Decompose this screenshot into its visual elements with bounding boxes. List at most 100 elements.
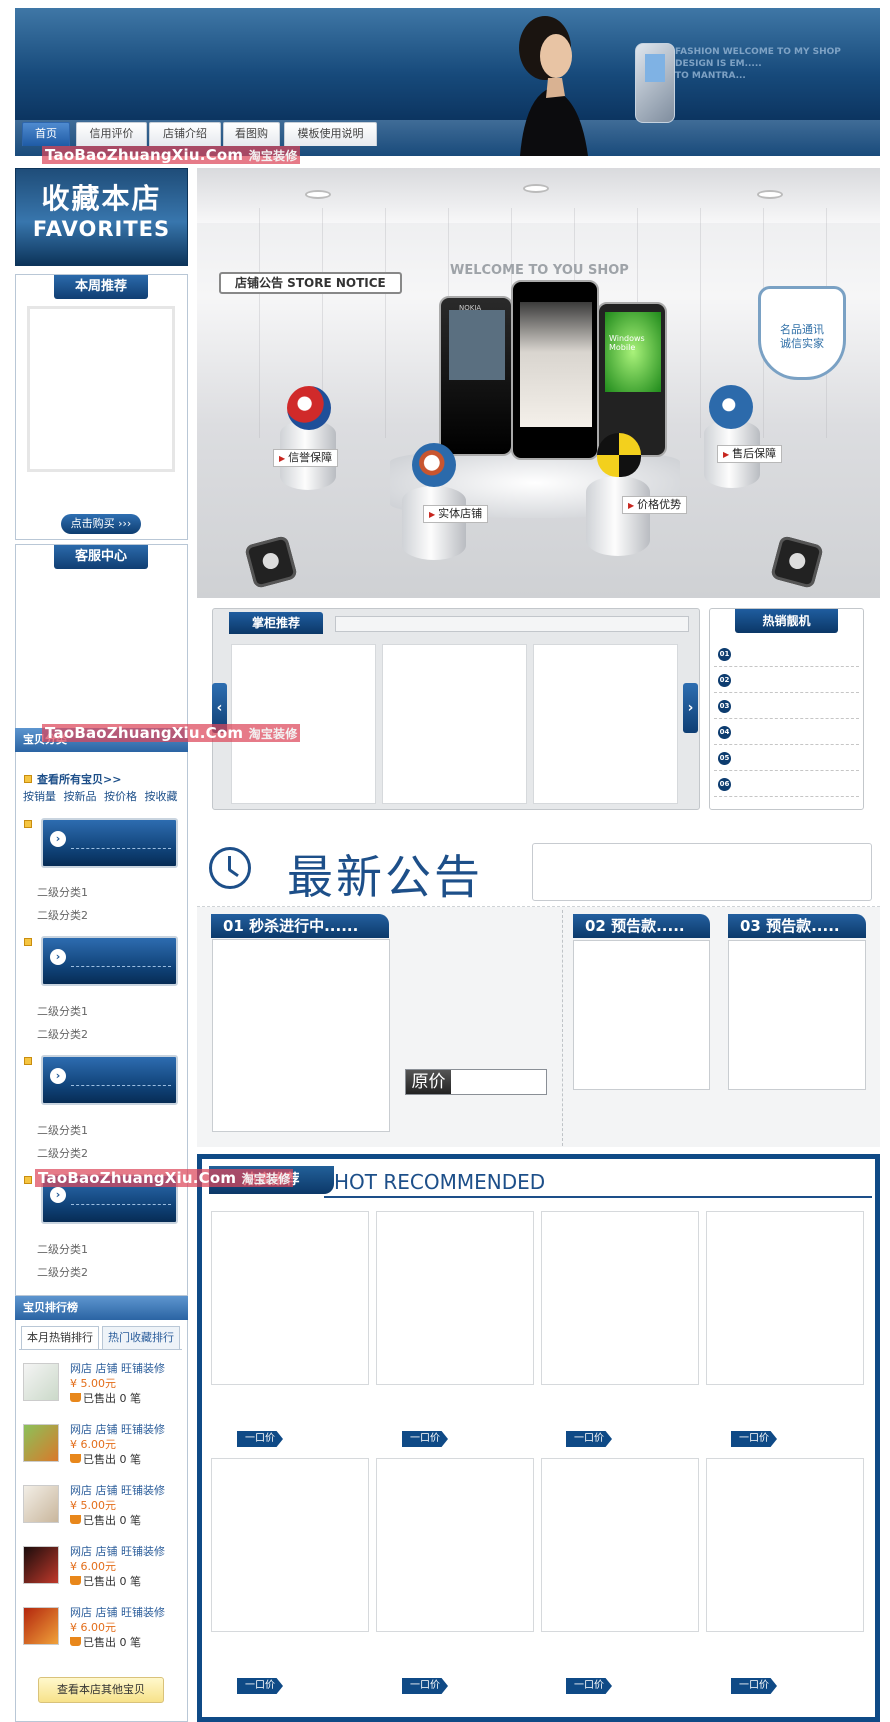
divider bbox=[71, 966, 171, 967]
sort-by-price[interactable]: 按价格 bbox=[104, 790, 137, 803]
tag-credit[interactable]: 信誉保障 bbox=[273, 449, 339, 467]
product-card[interactable] bbox=[541, 1458, 699, 1632]
hot-row[interactable]: 05 bbox=[714, 745, 859, 771]
counter-product[interactable] bbox=[382, 644, 527, 804]
product-card[interactable] bbox=[706, 1211, 864, 1385]
subcategory-link[interactable]: 二级分类1 bbox=[37, 1124, 88, 1137]
tab-monthly-sales[interactable]: 本月热销排行 bbox=[21, 1326, 99, 1350]
divider bbox=[562, 910, 563, 1146]
original-price-label: 原价 bbox=[406, 1070, 451, 1094]
divider bbox=[71, 848, 171, 849]
hot-row[interactable]: 06 bbox=[714, 771, 859, 797]
subcategory-link[interactable]: 二级分类1 bbox=[37, 1243, 88, 1256]
ranking-item[interactable]: 网店 店铺 旺铺装修 ¥ 6.00元 已售出 0 笔 bbox=[20, 1601, 185, 1656]
preview-tab-3[interactable]: 03 预告款..... bbox=[728, 914, 866, 938]
preview-box-2[interactable] bbox=[573, 940, 710, 1090]
tag-aftersale[interactable]: 售后保障 bbox=[717, 445, 783, 463]
hot-row[interactable]: 04 bbox=[714, 719, 859, 745]
hot-recommended-section: HOT RECOMMENDED 热卖推荐 一口价 一口价 一口价 一口价 一口价… bbox=[197, 1154, 880, 1722]
product-thumbnail[interactable] bbox=[23, 1607, 59, 1645]
product-name[interactable]: 网店 店铺 旺铺装修 bbox=[70, 1545, 165, 1558]
nav-tab-guide[interactable]: 模板使用说明 bbox=[284, 122, 377, 146]
prev-arrow[interactable]: ‹ bbox=[212, 683, 227, 733]
nav-tab-about[interactable]: 店铺介绍 bbox=[149, 122, 221, 146]
product-card[interactable] bbox=[376, 1211, 534, 1385]
sort-by-new[interactable]: 按新品 bbox=[63, 790, 97, 803]
sold-count: 已售出 0 笔 bbox=[70, 1451, 141, 1467]
product-card[interactable] bbox=[541, 1211, 699, 1385]
product-card[interactable] bbox=[706, 1458, 864, 1632]
product-price: ¥ 6.00元 bbox=[70, 1621, 116, 1634]
flash-sale-tab[interactable]: 01 秒杀进行中...... bbox=[211, 914, 389, 938]
rank-number: 01 bbox=[718, 648, 731, 661]
product-name[interactable]: 网店 店铺 旺铺装修 bbox=[70, 1606, 165, 1619]
product-name[interactable]: 网店 店铺 旺铺装修 bbox=[70, 1362, 165, 1375]
watermark: TaoBaoZhuangXiu.Com 淘宝装修 bbox=[42, 724, 301, 742]
phone-image bbox=[635, 43, 675, 123]
price-tag: 一口价 bbox=[566, 1431, 612, 1447]
tag-price[interactable]: 价格优势 bbox=[622, 496, 688, 514]
phone-screen bbox=[605, 312, 661, 392]
spotlight bbox=[523, 184, 549, 193]
subcategory-link[interactable]: 二级分类2 bbox=[37, 1028, 88, 1041]
price-tag: 一口价 bbox=[402, 1431, 448, 1447]
subcategory-link[interactable]: 二级分类1 bbox=[37, 1005, 88, 1018]
all-items-link[interactable]: 查看所有宝贝>> bbox=[37, 773, 122, 786]
sort-by-sales[interactable]: 按销量 bbox=[23, 790, 56, 803]
hot-row[interactable]: 02 bbox=[714, 667, 859, 693]
product-thumbnail[interactable] bbox=[23, 1546, 59, 1584]
ranking-item[interactable]: 网店 店铺 旺铺装修 ¥ 6.00元 已售出 0 笔 bbox=[20, 1540, 185, 1595]
weekly-panel: 本周推荐 点击购买 ››› bbox=[15, 274, 188, 540]
favorite-shop-banner[interactable]: 收藏本店 FAVORITES bbox=[15, 168, 188, 266]
sort-by-fav[interactable]: 按收藏 bbox=[144, 790, 178, 803]
product-thumbnail[interactable] bbox=[23, 1363, 59, 1401]
phone-screen bbox=[520, 302, 592, 427]
category-button[interactable]: › bbox=[41, 1055, 178, 1105]
weekly-title: 本周推荐 bbox=[54, 275, 148, 299]
rank-number: 03 bbox=[718, 700, 731, 713]
flash-sale-box[interactable] bbox=[212, 939, 390, 1132]
weekly-product-image[interactable] bbox=[27, 306, 175, 472]
subcategory-link[interactable]: 二级分类1 bbox=[37, 886, 88, 899]
counter-product[interactable] bbox=[533, 644, 678, 804]
cart-icon bbox=[70, 1637, 81, 1646]
nav-tab-gallery[interactable]: 看图购 bbox=[223, 122, 280, 146]
hot-row[interactable]: 01 bbox=[714, 641, 859, 667]
service-title: 客服中心 bbox=[54, 545, 148, 569]
product-thumbnail[interactable] bbox=[23, 1424, 59, 1462]
next-arrow[interactable]: › bbox=[683, 683, 698, 733]
nav-tab-credit[interactable]: 信用评价 bbox=[76, 122, 147, 146]
product-card[interactable] bbox=[211, 1211, 369, 1385]
product-name[interactable]: 网店 店铺 旺铺装修 bbox=[70, 1423, 165, 1436]
ranking-item[interactable]: 网店 店铺 旺铺装修 ¥ 5.00元 已售出 0 笔 bbox=[20, 1357, 185, 1412]
product-thumbnail[interactable] bbox=[23, 1485, 59, 1523]
product-name[interactable]: 网店 店铺 旺铺装修 bbox=[70, 1484, 165, 1497]
original-price-box: 原价 bbox=[405, 1069, 547, 1095]
tab-popular-fav[interactable]: 热门收藏排行 bbox=[102, 1326, 180, 1350]
view-more-button[interactable]: 查看本店其他宝贝 bbox=[38, 1677, 164, 1703]
watermark: TaoBaoZhuangXiu.Com 淘宝装修 bbox=[35, 1169, 294, 1187]
hot-row[interactable]: 03 bbox=[714, 693, 859, 719]
subcategory-link[interactable]: 二级分类2 bbox=[37, 1147, 88, 1160]
divider bbox=[19, 1349, 182, 1350]
preview-box-3[interactable] bbox=[728, 940, 866, 1090]
product-card[interactable] bbox=[376, 1458, 534, 1632]
price-tag: 一口价 bbox=[402, 1678, 448, 1694]
category-button[interactable]: › bbox=[41, 818, 178, 868]
preview-tab-2[interactable]: 02 预告款..... bbox=[573, 914, 710, 938]
hot-phones-title: 热销靓机 bbox=[735, 609, 838, 633]
latest-notice-title: 最新公告 bbox=[287, 850, 483, 904]
shield-price-icon bbox=[597, 433, 641, 477]
subcategory-link[interactable]: 二级分类2 bbox=[37, 909, 88, 922]
subcategory-link[interactable]: 二级分类2 bbox=[37, 1266, 88, 1279]
tag-store[interactable]: 实体店铺 bbox=[423, 505, 489, 523]
phone-nokia: NOKIA bbox=[439, 296, 513, 456]
category-button[interactable]: › bbox=[41, 936, 178, 986]
sort-links[interactable]: 按销量 按新品 按价格 按收藏 bbox=[23, 788, 178, 804]
nav-tab-home[interactable]: 首页 bbox=[22, 122, 70, 146]
ranking-item[interactable]: 网店 店铺 旺铺装修 ¥ 5.00元 已售出 0 笔 bbox=[20, 1479, 185, 1534]
speaker-right bbox=[770, 535, 824, 589]
product-card[interactable] bbox=[211, 1458, 369, 1632]
ranking-item[interactable]: 网店 店铺 旺铺装修 ¥ 6.00元 已售出 0 笔 bbox=[20, 1418, 185, 1473]
buy-now-button[interactable]: 点击购买 ››› bbox=[61, 514, 141, 534]
